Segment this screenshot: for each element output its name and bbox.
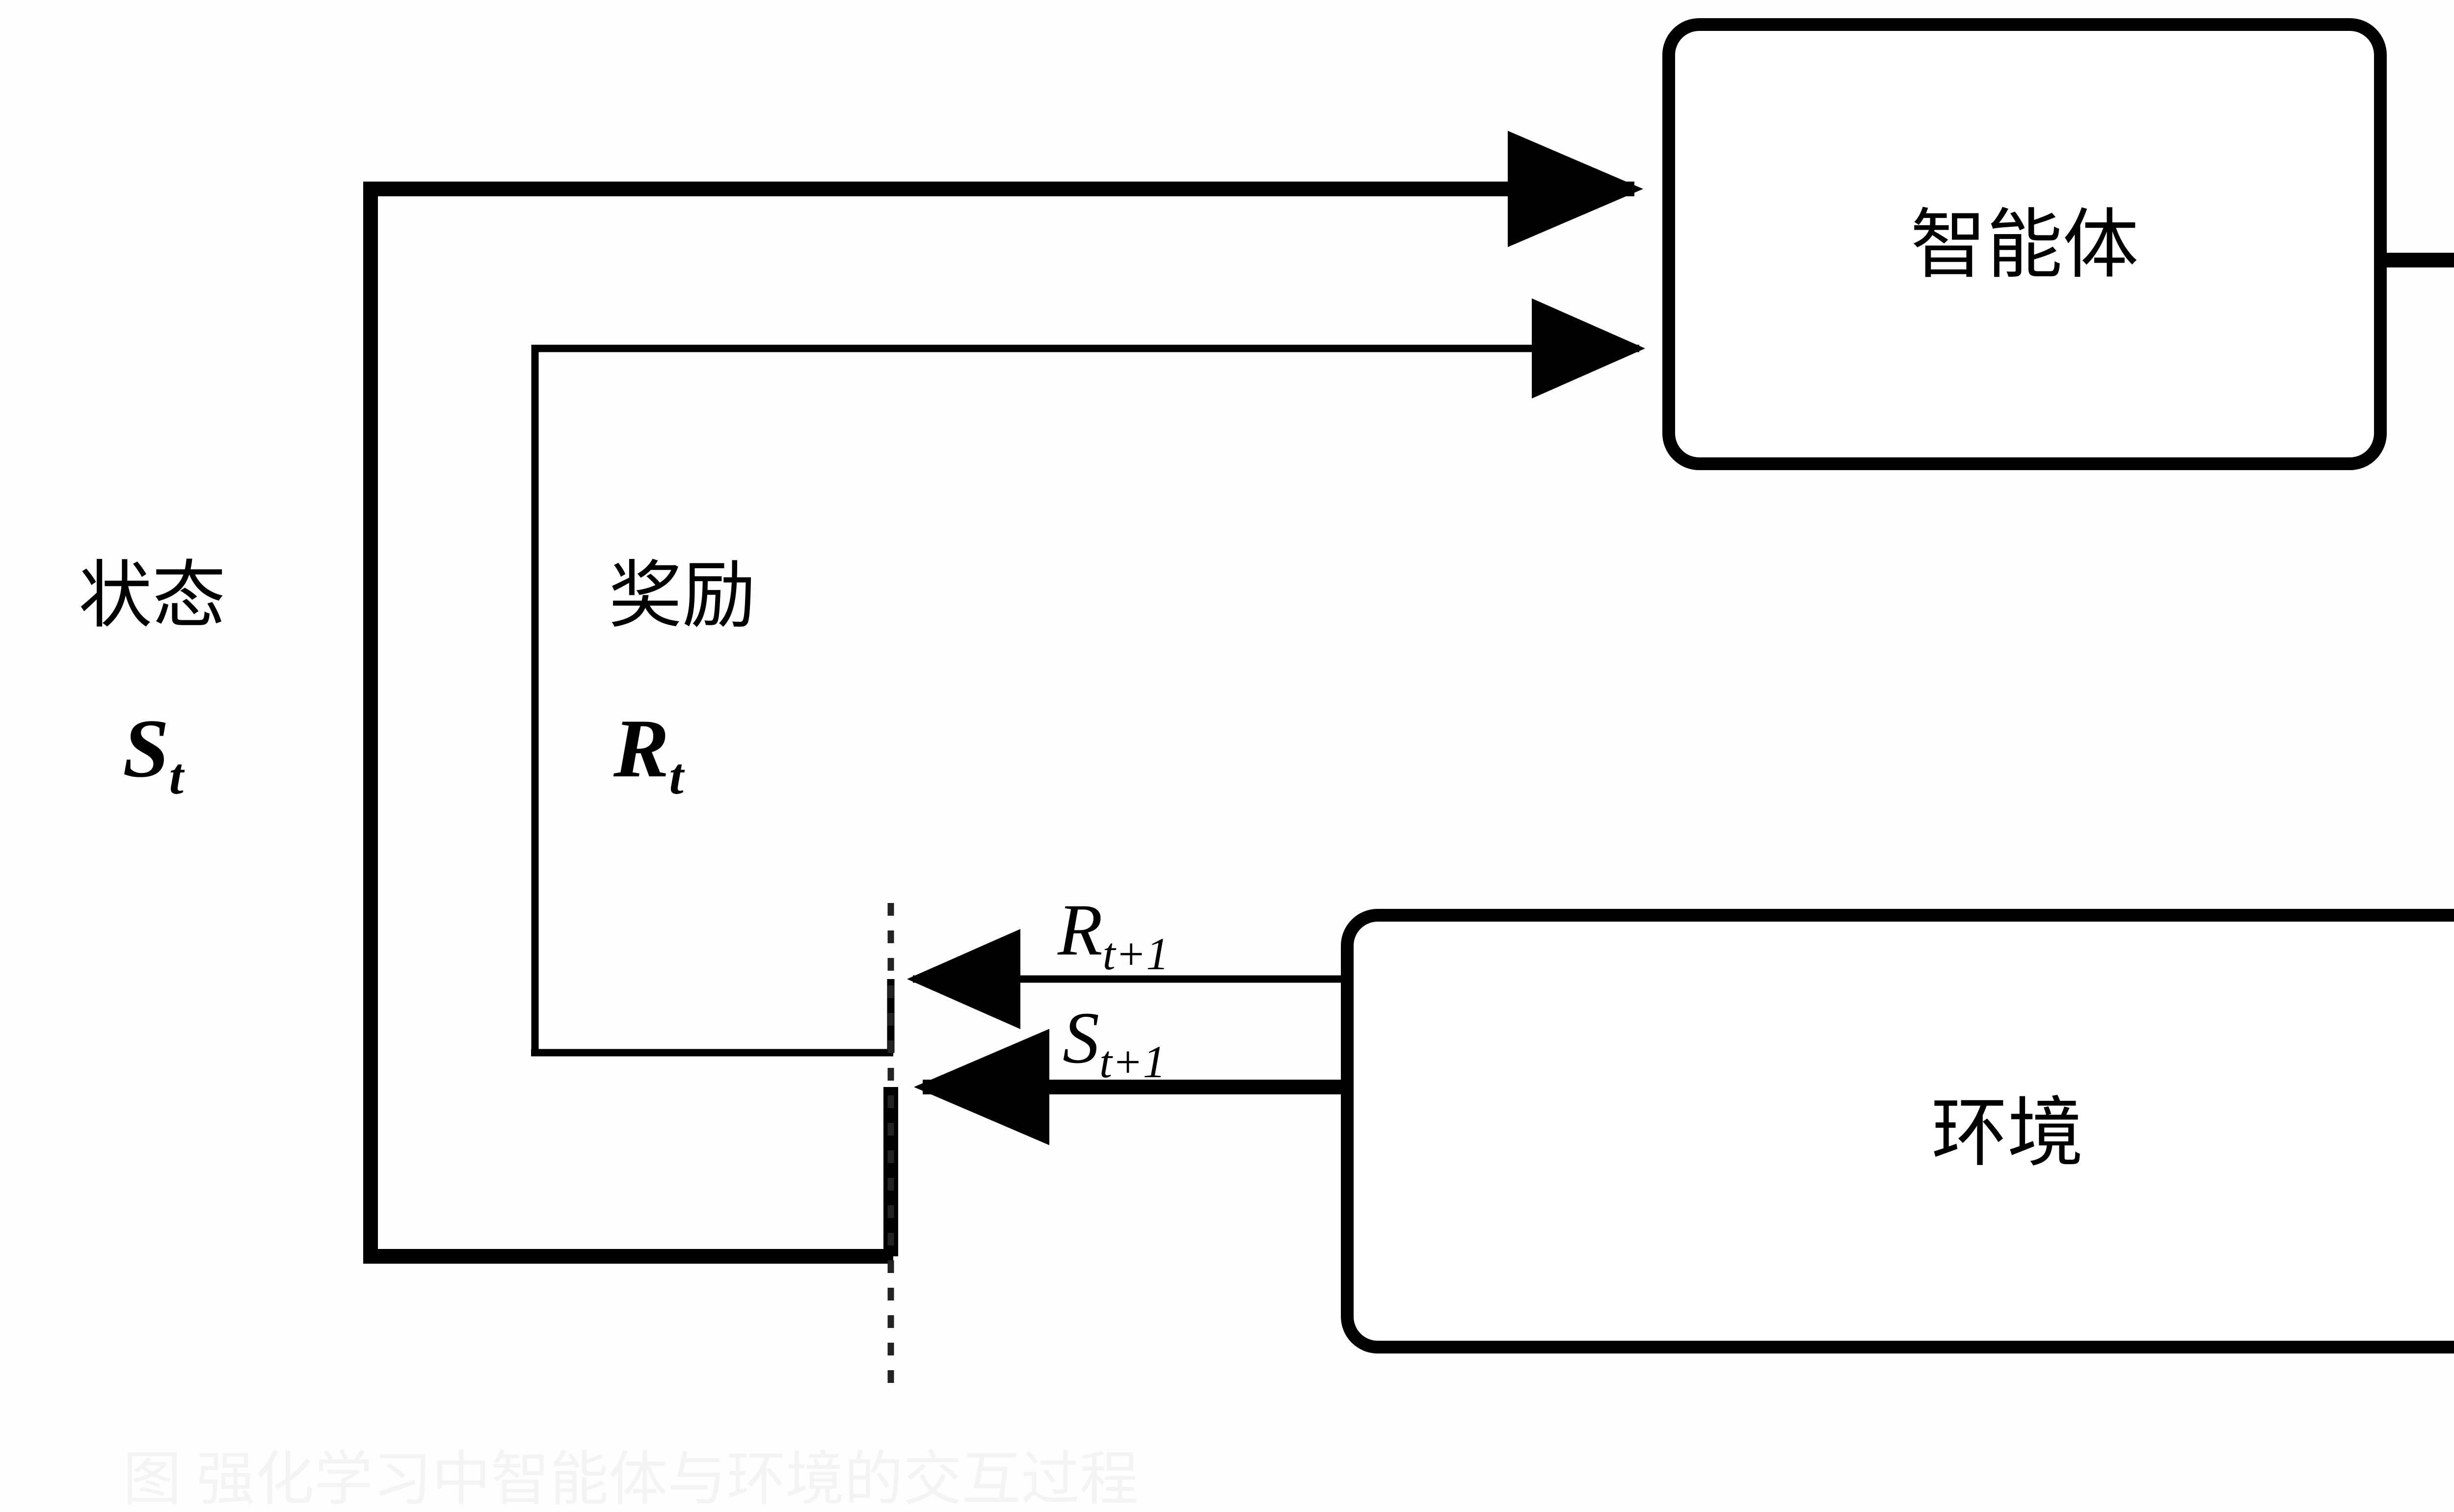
agent-box[interactable]	[1662, 18, 2387, 470]
state-symbol-letter: S	[123, 702, 169, 795]
figure-caption: 图 强化学习中智能体与环境的交互过程	[123, 1447, 1139, 1512]
agent-box-label: 智能体	[1910, 203, 2139, 288]
next-state-symbol-letter: S	[1063, 997, 1099, 1079]
next-state-symbol-subscript: t+1	[1099, 1036, 1166, 1088]
next-state-symbol: St+1	[1063, 1001, 1166, 1085]
reward-label-cn: 奖励	[609, 556, 756, 637]
state-symbol-subscript: t	[169, 747, 184, 805]
next-reward-symbol-subscript: t+1	[1102, 928, 1169, 980]
state-flow-arrow	[363, 131, 1643, 1256]
next-reward-symbol: Rt+1	[1058, 893, 1169, 977]
state-label-cn: 状态	[79, 556, 226, 637]
reward-flow-arrow	[531, 298, 1645, 1053]
reward-symbol-letter: R	[614, 702, 669, 795]
reward-symbol-subscript: t	[669, 747, 684, 805]
reward-symbol: Rt	[614, 707, 684, 802]
next-reward-symbol-letter: R	[1058, 889, 1103, 971]
environment-box-label: 环境	[1931, 1091, 2083, 1176]
state-symbol: St	[123, 707, 184, 802]
environment-box[interactable]	[1341, 909, 2454, 1353]
